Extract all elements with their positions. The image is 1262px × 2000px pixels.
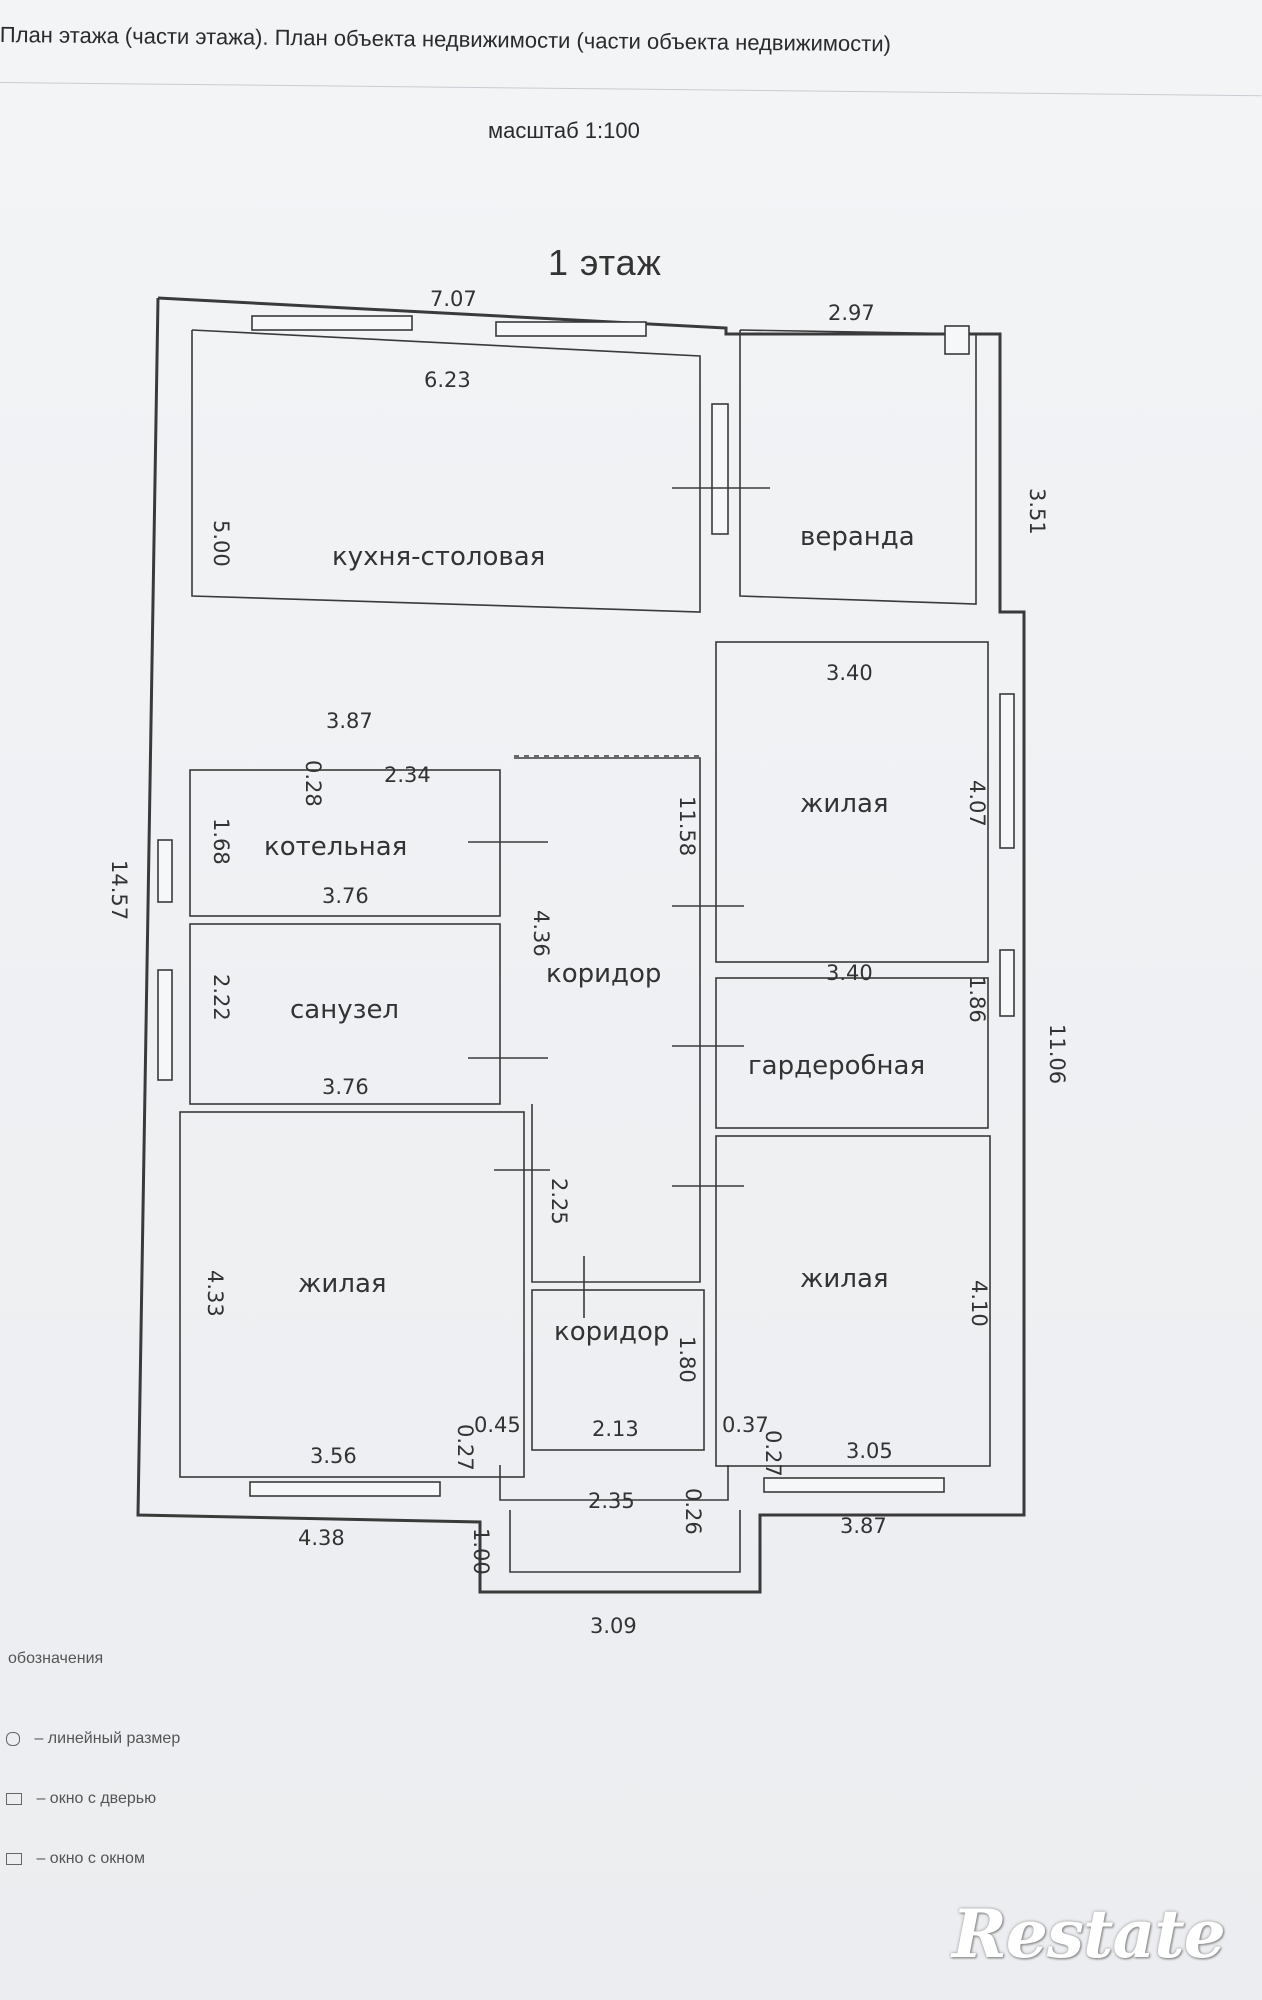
corridor-small-room [531,1289,705,1451]
room-label-bathroom: санузел [290,995,399,1025]
legend-symbol-icon [6,1731,20,1746]
dim-label: 3.56 [310,1444,357,1468]
dim-label: 1.86 [965,976,989,1023]
windows [157,315,1015,1497]
dim-label: 4.07 [965,780,989,827]
dim-label: 0.28 [301,760,325,807]
dim-label: 14.57 [107,860,131,920]
bathroom-room [189,923,501,1105]
dim-label: 0.27 [761,1430,785,1477]
corridor-room [514,757,701,1283]
dim-label: 3.05 [846,1439,893,1463]
outer-walls [136,296,1026,1594]
dim-label: 2.25 [547,1178,571,1225]
room-label-living-sw: жилая [298,1269,387,1299]
dimension-labels: 7.07 6.23 2.97 3.51 5.00 3.87 3.40 4.07 … [107,287,1069,1638]
legend-item: – окно с дверью [6,1790,156,1808]
living-sw-room [179,1111,525,1478]
dim-label: 4.36 [529,910,553,957]
dim-label: 1.80 [675,1336,699,1383]
dim-label: 1.68 [209,818,233,865]
dim-label: 2.34 [384,763,431,787]
dim-label: 0.27 [453,1424,477,1471]
room-label-corridor: коридор [546,959,661,989]
dim-label: 4.10 [967,1280,991,1327]
dim-label: 0.37 [722,1413,769,1437]
dim-label: 3.40 [826,661,873,685]
legend-item: – линейный размер [6,1730,180,1748]
scale-label: масштаб 1:100 [488,118,640,143]
door-marks [468,487,770,1318]
window-veranda [711,403,729,535]
dim-label: 0.26 [681,1488,705,1535]
legend-item-label: – окно с окном [36,1850,145,1867]
dim-label: 0.45 [474,1413,521,1437]
floor-label: 1 этаж [548,242,662,283]
room-label-living-ne: жилая [800,789,889,819]
dim-label: 2.22 [209,974,233,1021]
chimney [944,325,970,355]
living-ne-room [715,641,989,963]
window-wardrobe [999,949,1015,1017]
room-label-corridor-small: коридор [554,1317,669,1347]
dim-label: 7.07 [430,287,477,311]
room-label-veranda: веранда [800,522,915,552]
dim-label: 4.33 [203,1270,227,1317]
dim-label: 5.00 [209,520,233,567]
dim-label: 3.76 [322,1075,369,1099]
dim-label: 2.97 [828,301,875,325]
room-labels: кухня-столовая веранда жилая котельная к… [264,522,925,1347]
dim-label: 4.38 [298,1526,345,1550]
dim-label: 3.40 [826,961,873,985]
dim-label: 3.09 [590,1614,637,1638]
living-se-room [715,1135,991,1467]
window-living-sw [249,1481,441,1497]
room-label-living-se: жилая [800,1264,889,1294]
dim-label: 3.51 [1025,488,1049,535]
dim-label: 6.23 [424,368,471,392]
window-kitchen-2 [495,321,647,337]
restate-logo: Restate [952,1895,1252,1985]
porch [509,1510,741,1573]
dim-label: 11.58 [675,796,699,856]
legend-symbol-icon [6,1852,22,1865]
window-bathroom [157,969,173,1081]
dim-label: 11.06 [1045,1024,1069,1084]
boiler-room [189,769,501,917]
legend-item-label: – линейный размер [34,1730,181,1747]
dim-label: 2.35 [588,1489,635,1513]
legend-item-label: – окно с дверью [36,1790,157,1807]
dim-label: 3.76 [322,884,369,908]
room-label-wardrobe: гардеробная [748,1051,925,1081]
dim-label: 3.87 [326,709,373,733]
wardrobe-room [715,977,989,1129]
interior-walls [179,641,991,1573]
room-label-boiler: котельная [264,832,407,862]
window-kitchen-1 [251,315,413,331]
dim-label: 2.13 [592,1417,639,1441]
room-label-kitchen: кухня-столовая [332,542,545,572]
watermark-text: Restate [952,1895,1226,1973]
legend-title: обозначения [8,1650,104,1667]
dim-label: 1.00 [469,1528,493,1575]
dim-label: 3.87 [840,1514,887,1538]
legend-symbol-icon [6,1792,22,1805]
window-living-ne [999,693,1015,849]
legend-item: – окно с окном [6,1850,145,1868]
window-living-se [763,1477,945,1493]
window-boiler [157,839,173,903]
